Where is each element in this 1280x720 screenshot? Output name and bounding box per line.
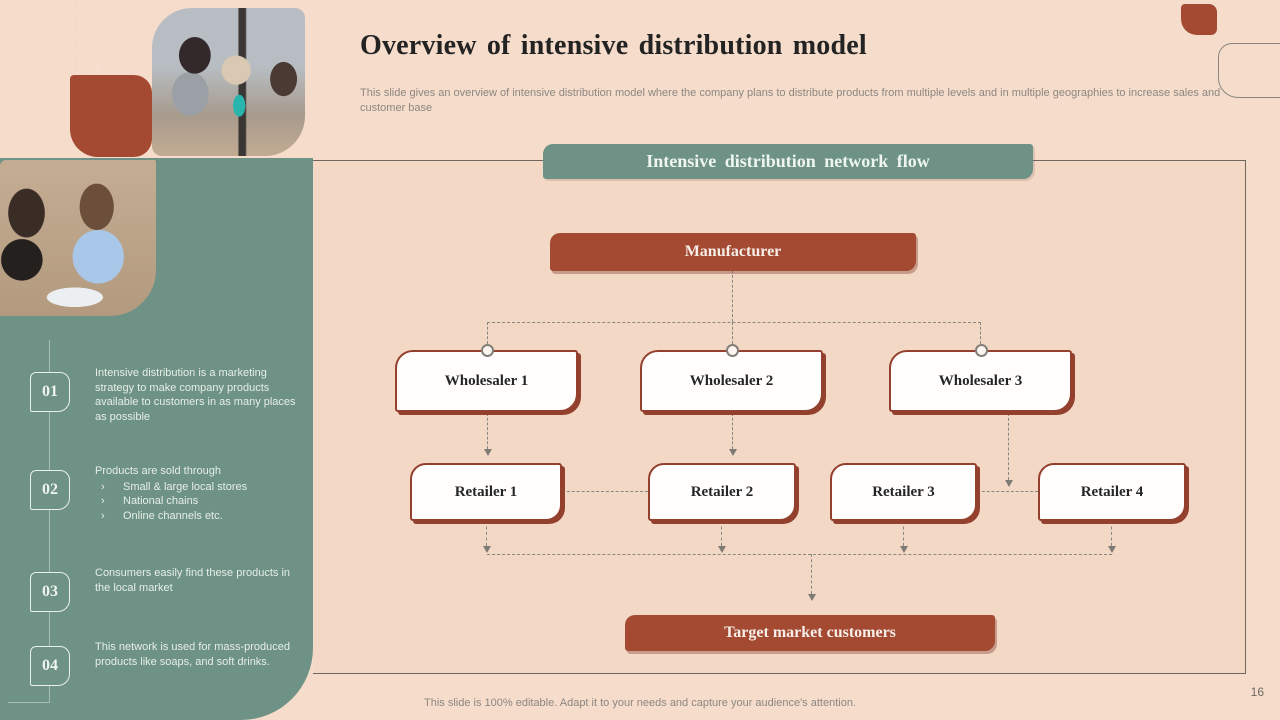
bullet-text: National chains bbox=[123, 495, 199, 508]
bullet-item: › Small & large local stores bbox=[95, 480, 303, 495]
step-number-badge: 03 bbox=[30, 572, 70, 612]
arrow-down-icon bbox=[900, 546, 908, 553]
connector-w1-r1 bbox=[487, 413, 488, 449]
arrow-down-icon bbox=[483, 546, 491, 553]
node-label: Retailer 1 bbox=[454, 483, 518, 500]
node-retailer-2: Retailer 2 bbox=[648, 463, 796, 521]
connector-to-wholesaler-1 bbox=[487, 322, 488, 344]
bullet-text: Online channels etc. bbox=[123, 509, 223, 522]
connector-r3-down bbox=[903, 521, 904, 546]
node-label: Retailer 2 bbox=[690, 483, 754, 500]
step-text: This network is used for mass-produced p… bbox=[95, 641, 291, 668]
decor-dashed-line bbox=[75, 0, 76, 78]
connector-w3-down bbox=[1008, 413, 1009, 480]
connector-dot-icon bbox=[974, 344, 988, 357]
connector-r2-down bbox=[721, 521, 722, 546]
slide-footer-note: This slide is 100% editable. Adapt it to… bbox=[424, 697, 856, 709]
node-wholesaler-1: Wholesaler 1 bbox=[395, 344, 578, 412]
node-wholesaler-2: Wholesaler 2 bbox=[640, 344, 823, 412]
connector-r1-r2 bbox=[562, 491, 648, 492]
node-manufacturer: Manufacturer bbox=[550, 233, 916, 271]
connector-distributor-bar bbox=[487, 322, 981, 323]
photo-two-women-talking bbox=[0, 160, 156, 316]
node-label: Retailer 4 bbox=[1080, 483, 1144, 500]
connector-to-target bbox=[811, 554, 812, 594]
slide-subtitle: This slide gives an overview of intensiv… bbox=[360, 87, 1221, 115]
decor-outline-square-top-right bbox=[1218, 43, 1280, 98]
node-retailer-3: Retailer 3 bbox=[830, 463, 977, 521]
node-label: Wholesaler 1 bbox=[444, 372, 529, 389]
decor-red-square-top-right bbox=[1181, 4, 1217, 35]
connector-collector-bar bbox=[487, 554, 1112, 555]
step-number-badge: 02 bbox=[30, 470, 70, 510]
connector-manufacturer-down bbox=[732, 270, 733, 322]
timeline-line-end bbox=[8, 702, 50, 703]
connector-to-wholesaler-2 bbox=[732, 322, 733, 344]
arrow-down-icon bbox=[718, 546, 726, 553]
connector-r4-down bbox=[1111, 521, 1112, 546]
node-label: Wholesaler 3 bbox=[938, 372, 1023, 389]
decor-red-square-top-left bbox=[70, 75, 152, 157]
sidebar: 01 Intensive distribution is a marketing… bbox=[0, 158, 313, 720]
arrow-down-icon bbox=[1005, 480, 1013, 487]
node-label: Wholesaler 2 bbox=[689, 372, 774, 389]
bullet-item: › Online channels etc. bbox=[95, 509, 303, 524]
page-number: 16 bbox=[1250, 685, 1264, 699]
connector-dot-icon bbox=[480, 344, 494, 357]
arrow-down-icon bbox=[808, 594, 816, 601]
connector-to-wholesaler-3 bbox=[980, 322, 981, 344]
arrow-down-icon bbox=[484, 449, 492, 456]
bullet-text: Small & large local stores bbox=[123, 480, 248, 493]
step-text: Products are sold through › Small & large… bbox=[95, 464, 303, 524]
bullet-marker: › bbox=[101, 495, 105, 508]
bullet-marker: › bbox=[101, 509, 105, 522]
page-title: Overview of intensive distribution model bbox=[360, 30, 867, 61]
step-bullet-list: › Small & large local stores › National ch… bbox=[95, 480, 303, 524]
node-retailer-1: Retailer 1 bbox=[410, 463, 562, 521]
step-text: Intensive distribution is a marketing st… bbox=[95, 367, 296, 423]
step-text-lead: Products are sold through bbox=[95, 465, 221, 477]
node-retailer-4: Retailer 4 bbox=[1038, 463, 1186, 521]
step-number-badge: 04 bbox=[30, 646, 70, 686]
bullet-marker: › bbox=[101, 480, 105, 493]
connector-dot-icon bbox=[725, 344, 739, 357]
connector-r1-down bbox=[486, 521, 487, 546]
arrow-down-icon bbox=[729, 449, 737, 456]
node-target-market: Target market customers bbox=[625, 615, 995, 651]
photo-team-meeting bbox=[152, 8, 305, 156]
arrow-down-icon bbox=[1108, 546, 1116, 553]
node-label: Retailer 3 bbox=[872, 483, 935, 500]
step-number-badge: 01 bbox=[30, 372, 70, 412]
timeline-line bbox=[49, 340, 50, 702]
diagram-banner: Intensive distribution network flow bbox=[543, 144, 1033, 179]
node-wholesaler-3: Wholesaler 3 bbox=[889, 344, 1072, 412]
connector-r3-r4 bbox=[977, 491, 1038, 492]
bullet-item: › National chains bbox=[95, 494, 303, 509]
connector-w2-r2 bbox=[732, 413, 733, 449]
step-text: Consumers easily find these products in … bbox=[95, 567, 291, 594]
